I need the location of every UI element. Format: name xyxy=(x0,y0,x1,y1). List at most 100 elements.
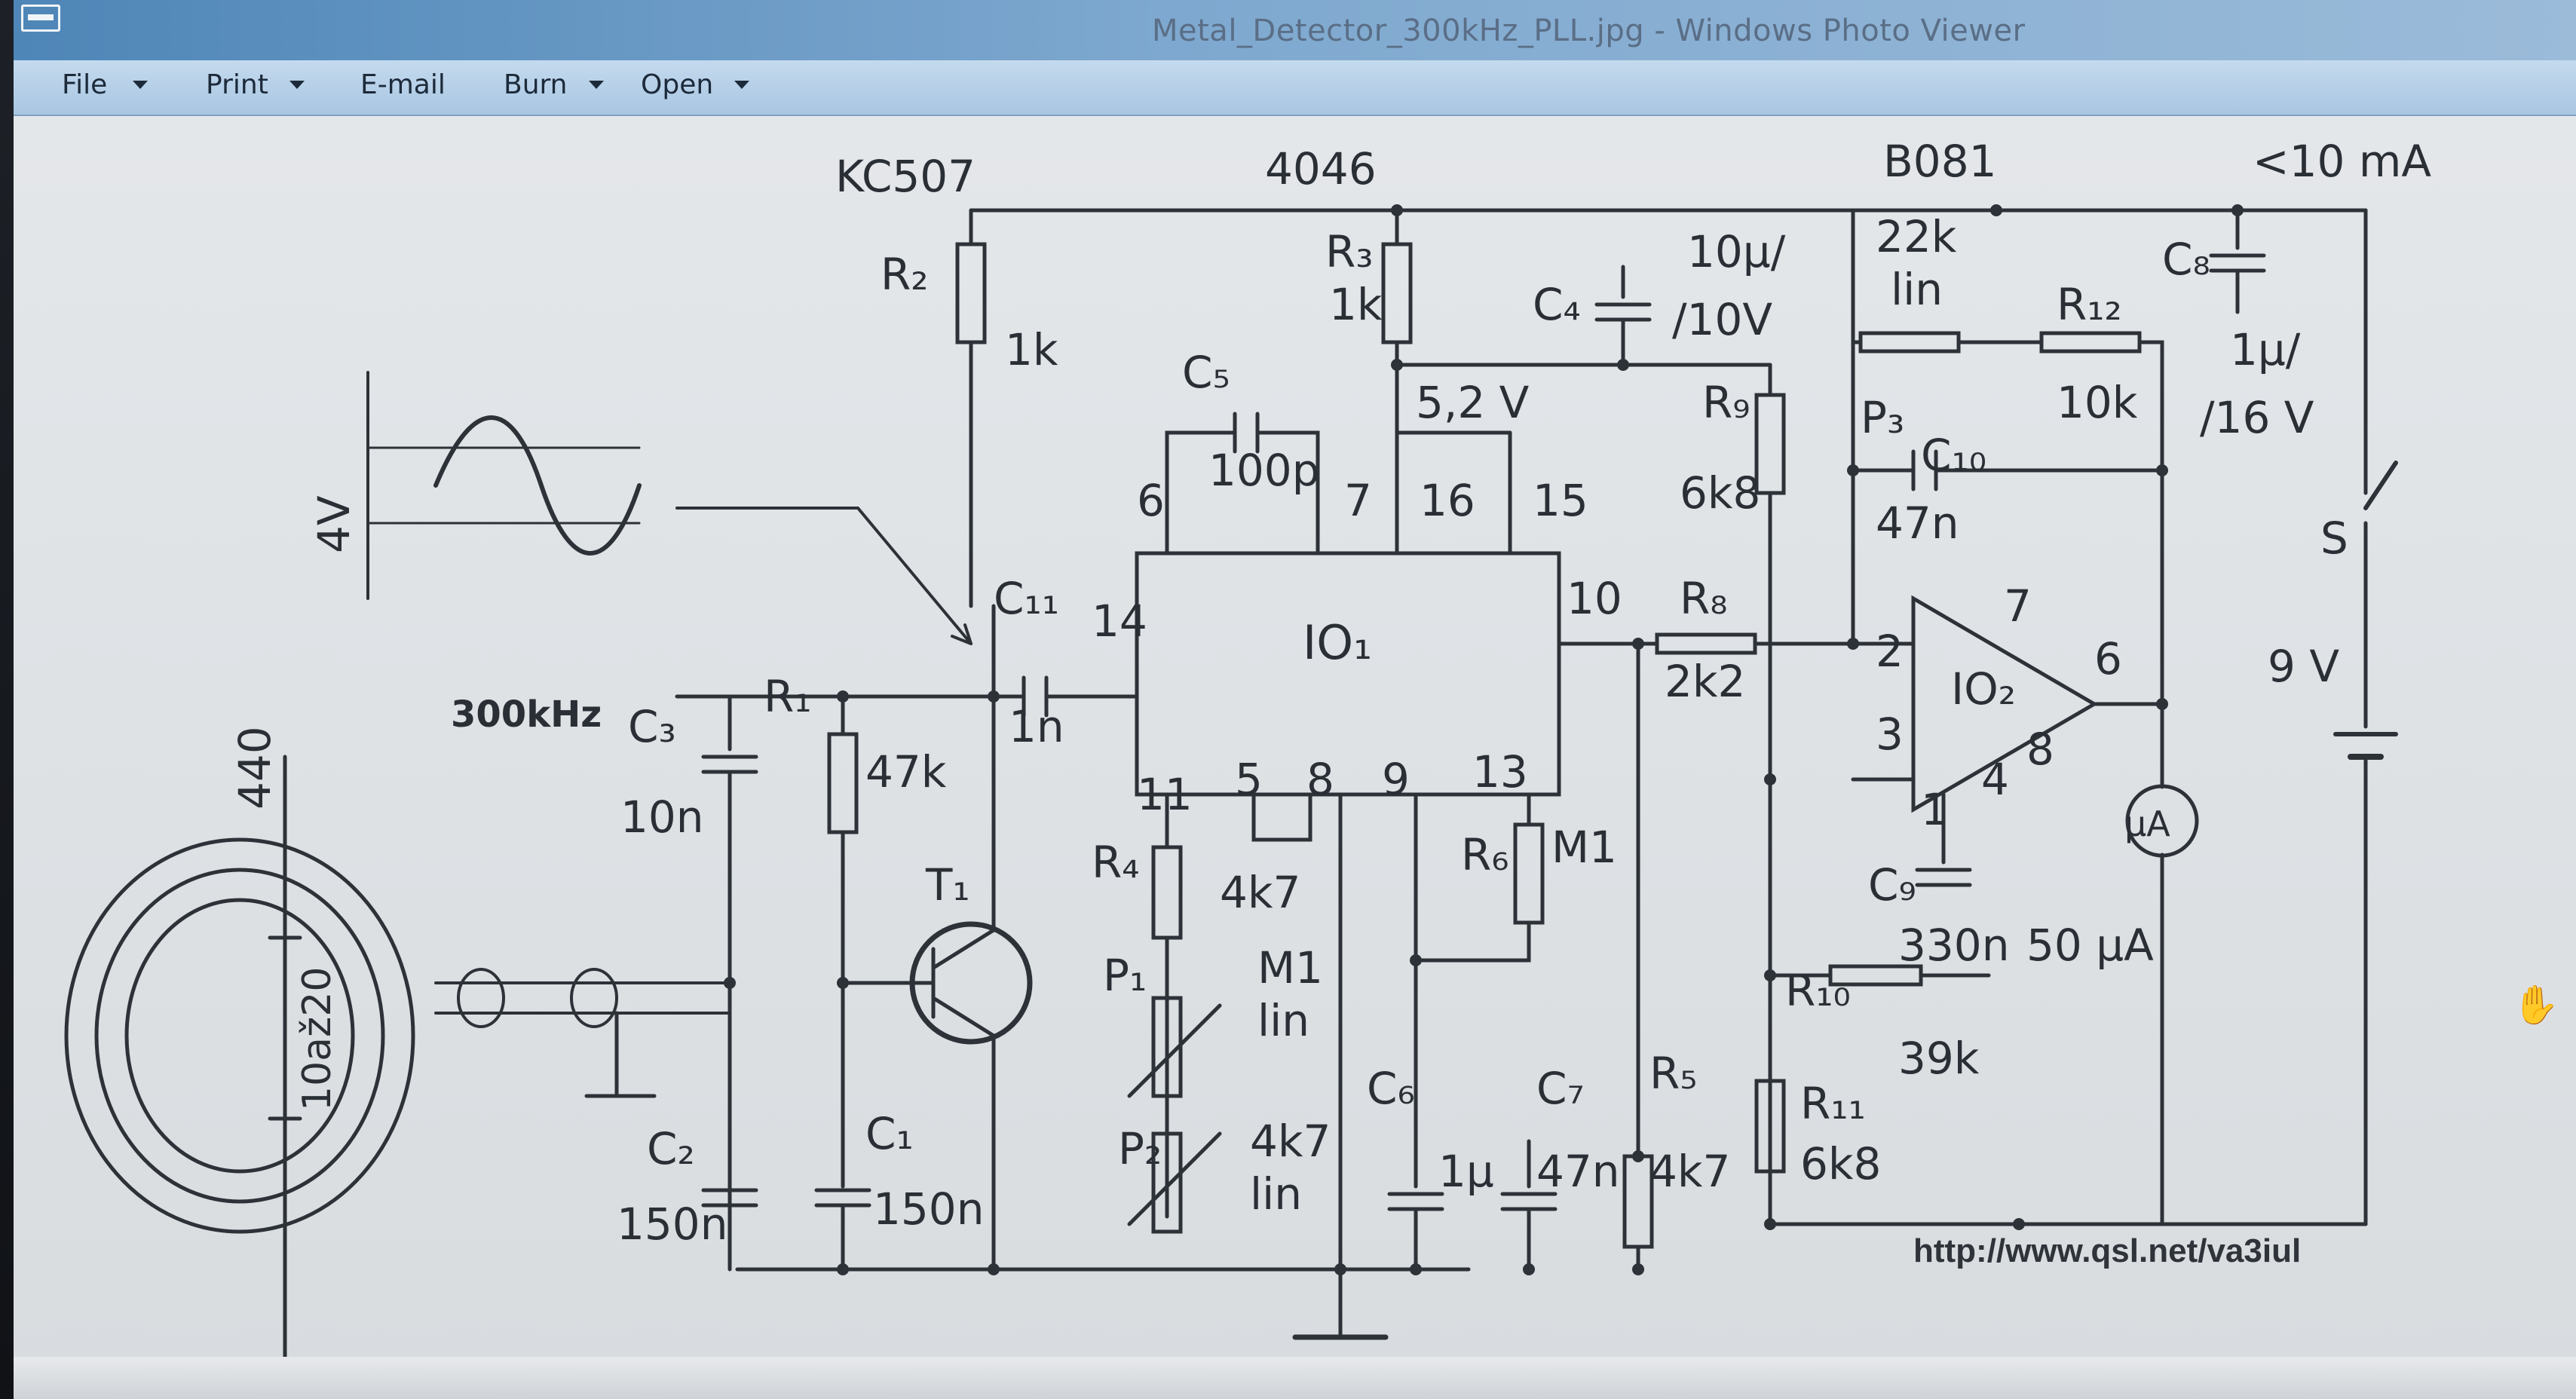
c3-label: C₃ xyxy=(628,701,676,752)
pin-14: 14 xyxy=(1092,595,1147,647)
c7-value: 47n xyxy=(1536,1146,1620,1197)
viewer-toolbar xyxy=(14,1357,2576,1399)
r2-label: R₂ xyxy=(881,249,929,300)
c5-label: C₅ xyxy=(1182,347,1230,398)
photo-viewer-window: Metal_Detector_300kHz_PLL.jpg - Windows … xyxy=(14,0,2576,1399)
p3-value-1: 22k xyxy=(1876,211,1957,262)
r5-value: 4k7 xyxy=(1649,1146,1730,1197)
pin-10: 10 xyxy=(1567,573,1622,624)
c10-value: 47n xyxy=(1876,497,1959,549)
waveform-amplitude-label: 4V xyxy=(308,495,360,553)
c1-label: C₁ xyxy=(865,1108,914,1159)
opamp-pin-1: 1 xyxy=(1921,784,1949,835)
c5-value: 100p xyxy=(1208,445,1320,496)
source-url: http://www.qsl.net/va3iul xyxy=(1913,1232,2301,1269)
coil-turns-label: 440 xyxy=(229,726,280,810)
r6-label: R₆ xyxy=(1461,829,1509,880)
frequency-label: 300kHz xyxy=(451,693,602,736)
hand-cursor-icon: ✋ xyxy=(2512,983,2559,1027)
r1-label: R₁ xyxy=(764,671,812,722)
c6-value: 1μ xyxy=(1438,1146,1494,1197)
r12-label: R₁₂ xyxy=(2057,279,2122,330)
c1-value: 150n xyxy=(873,1183,984,1235)
t1-label: T₁ xyxy=(925,859,970,911)
c8-value-1: 1μ/ xyxy=(2230,324,2301,375)
pin-15: 15 xyxy=(1533,475,1588,526)
p2-value-1: 4k7 xyxy=(1250,1116,1331,1167)
menu-print-label: Print xyxy=(206,69,268,100)
chevron-down-icon[interactable] xyxy=(289,80,305,89)
r3-label: R₃ xyxy=(1325,226,1374,277)
menu-file-label: File xyxy=(62,69,108,100)
menu-burn[interactable]: Burn xyxy=(504,63,604,106)
voltage-52-label: 5,2 V xyxy=(1416,377,1530,428)
pin-5: 5 xyxy=(1235,754,1263,805)
r9-label: R₉ xyxy=(1702,377,1751,428)
title-bar[interactable]: Metal_Detector_300kHz_PLL.jpg - Windows … xyxy=(14,0,2576,60)
p2-value-2: lin xyxy=(1250,1168,1302,1220)
io1-label: IO₁ xyxy=(1303,615,1372,670)
c9-label: C₉ xyxy=(1868,859,1916,911)
current-rating-label: <10 mA xyxy=(2253,136,2431,187)
metal-detector-schematic: KC507 4046 B081 <10 mA R₂ 1k R₃ 1k C₄ 10… xyxy=(64,136,2431,1362)
c2-value: 150n xyxy=(617,1198,727,1250)
image-canvas[interactable]: KC507 4046 B081 <10 mA R₂ 1k R₃ 1k C₄ 10… xyxy=(14,116,2576,1399)
r4-value: 4k7 xyxy=(1220,867,1300,918)
photo-viewer-app-icon[interactable] xyxy=(21,5,60,32)
c8-value-2: /16 V xyxy=(2200,392,2314,443)
chevron-down-icon[interactable] xyxy=(133,80,149,89)
menu-print[interactable]: Print xyxy=(206,63,305,106)
r2-value: 1k xyxy=(1005,324,1058,375)
transistor-type-label: KC507 xyxy=(835,151,976,202)
pin-16: 16 xyxy=(1420,475,1475,526)
pin-7: 7 xyxy=(1344,475,1372,526)
menu-open[interactable]: Open xyxy=(641,63,750,106)
menu-bar xyxy=(14,60,2576,116)
coil-wire-label: 10až20 xyxy=(295,967,340,1112)
menu-email[interactable]: E-mail xyxy=(360,63,446,106)
r11-value: 6k8 xyxy=(1800,1138,1881,1189)
c6-label: C₆ xyxy=(1367,1063,1415,1114)
opamp-pin-8: 8 xyxy=(2026,724,2054,775)
switch-label: S xyxy=(2320,513,2348,564)
opamp-pin-7: 7 xyxy=(2004,580,2032,632)
menu-burn-label: Burn xyxy=(504,69,568,100)
r12-value: 10k xyxy=(2057,377,2138,428)
c7-label: C₇ xyxy=(1536,1063,1585,1114)
c10-label: C₁₀ xyxy=(1921,430,1986,481)
io2-label: IO₂ xyxy=(1951,663,2016,715)
p1-label: P₁ xyxy=(1103,950,1147,1001)
window-title: Metal_Detector_300kHz_PLL.jpg - Windows … xyxy=(1152,14,2026,48)
r11-label: R₁₁ xyxy=(1800,1078,1866,1129)
p3-value-2: lin xyxy=(1891,264,1943,315)
battery-voltage-label: 9 V xyxy=(2268,641,2339,692)
microammeter-icon: μA xyxy=(2124,804,2170,844)
pin-13: 13 xyxy=(1472,746,1528,797)
opamp-pin-2: 2 xyxy=(1876,626,1904,677)
c4-label: C₄ xyxy=(1533,279,1581,330)
r10-value: 39k xyxy=(1898,1033,1980,1084)
meter-range-label: 50 μA xyxy=(2026,920,2154,971)
r1-value: 47k xyxy=(865,746,947,797)
pin-6: 6 xyxy=(1137,475,1165,526)
opamp-pin-4: 4 xyxy=(1981,754,2009,805)
pll-chip-label: 4046 xyxy=(1265,143,1377,194)
pin-8: 8 xyxy=(1306,754,1334,805)
r9-value: 6k8 xyxy=(1680,467,1760,519)
opamp-pin-6: 6 xyxy=(2094,633,2122,684)
c11-value: 1n xyxy=(1009,701,1064,752)
p1-value-2: lin xyxy=(1257,995,1309,1046)
chevron-down-icon[interactable] xyxy=(588,80,604,89)
c2-label: C₂ xyxy=(647,1123,695,1174)
r10-label: R₁₀ xyxy=(1785,965,1851,1016)
r3-value: 1k xyxy=(1329,279,1383,330)
menu-file[interactable]: File xyxy=(62,63,149,106)
menu-email-label: E-mail xyxy=(360,69,446,100)
r6-value: M1 xyxy=(1551,822,1617,873)
pin-9: 9 xyxy=(1382,754,1410,805)
c8-label: C₈ xyxy=(2162,234,2210,285)
chevron-down-icon[interactable] xyxy=(734,80,750,89)
r5-label: R₅ xyxy=(1649,1048,1698,1099)
p1-value-1: M1 xyxy=(1257,942,1323,993)
